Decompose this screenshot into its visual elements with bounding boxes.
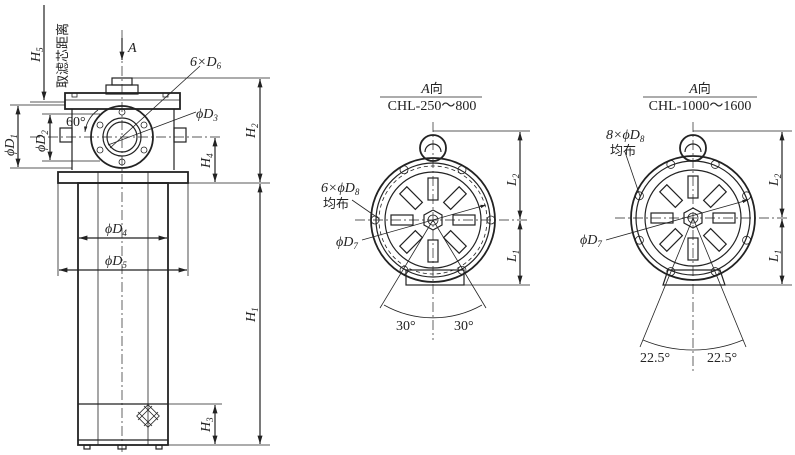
filter-removal-distance-note: 取滤芯距离 (55, 23, 71, 88)
bolt-hole (742, 235, 751, 245)
d4-dimension-label: ϕD4 (105, 222, 127, 238)
bolt-hole (710, 160, 720, 169)
filter-housing (77, 182, 169, 446)
mesh-pattern (136, 404, 160, 428)
radial-slot (658, 227, 684, 253)
d6-dimension-label: 6×D6 (190, 55, 222, 71)
l1-dimension-label: L1 (767, 250, 783, 263)
angle-right-label: 30° (454, 319, 474, 334)
radial-slot (702, 227, 728, 253)
flange-angle-label: 60° (66, 115, 86, 130)
bolt-hole (710, 267, 720, 276)
d8-dimension-label: 6×ϕD8 (321, 181, 360, 197)
view-title-top: A向 (688, 81, 711, 97)
radial-slot (398, 185, 424, 211)
radial-slot (687, 237, 699, 261)
base-flange (57, 171, 189, 184)
bolt-hole (666, 267, 676, 276)
bolt-hole (666, 160, 676, 169)
h5-dimension-label: H5 (29, 47, 45, 63)
evenly-distributed-note: 均布 (610, 144, 636, 159)
bolt-hole (742, 191, 751, 201)
radial-slot (427, 177, 439, 201)
d7-dimension-label: ϕD7 (336, 235, 358, 251)
d7-dimension-label: ϕD7 (580, 233, 602, 249)
radial-slot (658, 183, 684, 209)
d8-dimension-label: 8×ϕD8 (606, 128, 645, 144)
model-range-label: CHL-1000～1600 (649, 99, 752, 114)
view-a-label: A (127, 41, 137, 56)
h1-dimension-label: H1 (244, 307, 260, 323)
model-range-label: CHL-250～800 (388, 99, 477, 114)
d1-dimension-label: ϕD1 (3, 134, 19, 156)
mounting-base (405, 269, 465, 286)
view-title-top: A向 (420, 81, 443, 97)
view-a-chl-250-800: A向 CHL-250～800 L2 L1 6×ϕD8 均布 ϕD7 30° 30… (321, 81, 530, 340)
evenly-distributed-note: 均布 (323, 197, 349, 212)
radial-slot (390, 214, 414, 226)
radial-slot (442, 185, 468, 211)
view-a-chl-1000-1600: A向 CHL-1000～1600 L2 L1 8×ϕD8 均布 ϕD7 22.5… (580, 81, 792, 372)
angle-left-label: 30° (396, 319, 416, 334)
pressure-gauge (419, 134, 447, 162)
l1-dimension-label: L1 (505, 250, 521, 263)
radial-slot (687, 175, 699, 199)
h3-dimension-label: H3 (199, 417, 215, 433)
bolt-hole (635, 191, 644, 201)
radial-slot (702, 183, 728, 209)
radial-slot (452, 214, 476, 226)
h2-dimension-label: H2 (244, 123, 260, 139)
radial-slot (442, 229, 468, 255)
angle-right-label: 22.5° (707, 351, 737, 366)
radial-slot (712, 212, 736, 224)
h4-dimension-label: H4 (199, 153, 215, 169)
d2-dimension-label: ϕD2 (34, 130, 50, 152)
l2-dimension-label: L2 (767, 173, 783, 187)
bolt-hole (635, 235, 644, 245)
d5-dimension-label: ϕD5 (105, 254, 127, 270)
bolt-hole (457, 165, 467, 175)
radial-slot (398, 229, 424, 255)
radial-slot (427, 239, 439, 263)
bolt-hole (399, 165, 409, 175)
front-elevation-view: A (3, 5, 270, 452)
d3-dimension-label: ϕD3 (196, 107, 218, 123)
radial-slot (650, 212, 674, 224)
l2-dimension-label: L2 (505, 173, 521, 187)
bolt-hole (486, 215, 496, 225)
angle-left-label: 22.5° (640, 351, 670, 366)
